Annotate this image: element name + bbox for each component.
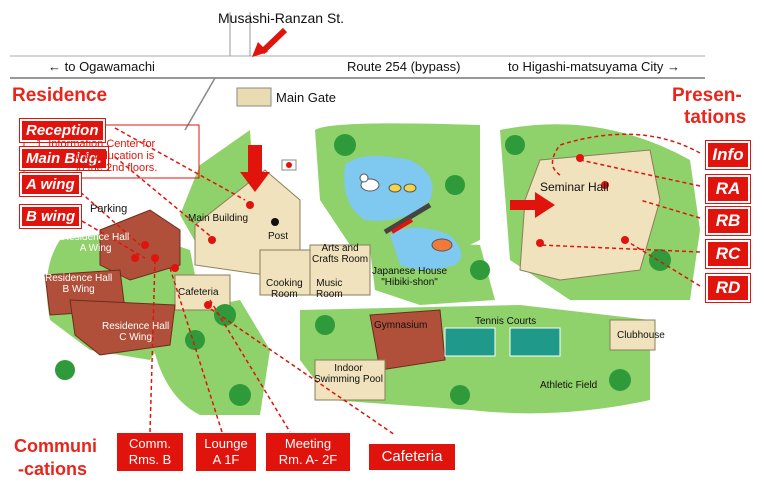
tennis-courts-label: Tennis Courts (475, 316, 537, 327)
seminar-hall-label: Seminar Hall (540, 180, 609, 194)
trees (55, 134, 671, 406)
music-line-2: Room (316, 289, 343, 300)
tennis-court-2 (509, 327, 561, 357)
residence-b-line-2: B Wing (62, 284, 95, 295)
indoor-pool-line-1: Indoor (334, 363, 363, 374)
residence-heading: Residence (12, 85, 108, 106)
cafeteria-box-label: Cafeteria (381, 448, 443, 465)
clubhouse-label: Clubhouse (617, 330, 665, 341)
tennis-court-1 (444, 327, 496, 357)
japanese-house-label: Japanese House "Hibiki-shon" (372, 266, 447, 288)
meeting-room-line-2: Rm. A- 2F (278, 452, 338, 467)
route-label: Route 254 (bypass) (347, 59, 461, 74)
comm-rooms-b-box[interactable]: Comm. Rms. B (117, 433, 183, 471)
arts-crafts-line-2: Crafts Room (312, 254, 369, 265)
residence-a-line-1: Residence Hall (62, 232, 130, 243)
lounge-line-1: Lounge (204, 436, 248, 451)
cafeteria-label: Cafeteria (178, 287, 219, 298)
b-wing-tag[interactable]: B wing (20, 205, 82, 228)
lounge-line-2: A 1F (212, 452, 240, 467)
meeting-room-line-1: Meeting (284, 436, 332, 451)
lounge-box[interactable]: Lounge A 1F (196, 433, 256, 471)
location-dots (131, 154, 629, 309)
main-building-tag[interactable]: Main Bldg. (20, 147, 108, 170)
street-arrow-icon (259, 27, 288, 55)
musashi-ranzan-road (229, 12, 251, 56)
gymnasium-label: Gymnasium (374, 320, 428, 331)
post-label: Post (268, 231, 289, 242)
reception-tag[interactable]: Reception (20, 119, 105, 142)
residence-c-label: Residence Hall C Wing (102, 321, 169, 343)
info-note-line-1: 1. Information Center for (36, 138, 156, 150)
right-direction-label: to Higashi-matsuyama City → (508, 59, 680, 74)
rb-tag[interactable]: RB (706, 207, 750, 235)
comm-rooms-b-line-2: Rms. B (128, 452, 172, 467)
pool-building (314, 359, 386, 401)
japanese-house-line-1: Japanese House (372, 266, 448, 277)
main-building-label: Main Building (188, 213, 249, 224)
main-gate-building (236, 87, 272, 107)
residence-a-label: Residence Hall A Wing (62, 232, 129, 254)
presentations-heading-2: tations (684, 107, 747, 128)
ra-tag[interactable]: RA (706, 175, 750, 203)
a-wing-tag[interactable]: A wing (20, 173, 81, 196)
left-direction-label: ← to Ogawamachi (48, 59, 155, 74)
arts-building (309, 244, 371, 296)
residence-c-line-1: Residence Hall (102, 321, 170, 332)
carp-fish-icon (431, 238, 453, 252)
seminar-arrow-icon (510, 192, 555, 218)
side-road (184, 77, 216, 131)
cafeteria-box[interactable]: Cafeteria (369, 444, 455, 470)
cooking-line-1: Cooking (266, 278, 303, 289)
japanese-house-line-2: "Hibiki-shon" (381, 277, 438, 288)
info-tag[interactable]: Info (706, 141, 750, 169)
post-marker-icon (271, 218, 279, 226)
street-label: Musashi-Ranzan St. (218, 10, 345, 26)
pond-upper (344, 156, 433, 221)
street-arrow-head-icon (252, 42, 268, 57)
cooking-line-2: Room (271, 289, 298, 300)
gymnasium-building (369, 309, 446, 371)
music-room-label: Music Room (316, 278, 343, 300)
athletic-field-label: Athletic Field (540, 380, 598, 391)
presentations-heading-1: Presen- (672, 85, 742, 106)
clubhouse-building (609, 319, 656, 351)
bridge (383, 202, 432, 235)
pond-lower (390, 227, 462, 270)
residence-a-line-2: A Wing (79, 243, 112, 254)
rd-tag[interactable]: RD (706, 274, 750, 302)
indoor-pool-line-2: Swimming Pool (314, 374, 383, 385)
communications-heading-1: Communi (14, 436, 97, 456)
seminar-hall-building (519, 149, 661, 281)
meeting-room-box[interactable]: Meeting Rm. A- 2F (266, 433, 350, 471)
cafeteria-building (174, 274, 231, 311)
info-note-line-3: in the 2nd floors. (76, 162, 158, 174)
residence-b-line-1: Residence Hall (45, 273, 113, 284)
communications-heading-2: -cations (18, 459, 88, 479)
music-line-1: Music (316, 278, 343, 289)
arts-crafts-label: Arts and Crafts Room (312, 243, 368, 265)
residence-c-wing (69, 299, 176, 356)
rc-tag[interactable]: RC (706, 240, 750, 268)
flag-circle-icon (286, 162, 292, 168)
cooking-room-label: Cooking Room (266, 278, 303, 300)
bridge-arrow-icon (390, 218, 414, 234)
parking-label: Parking (90, 203, 128, 215)
main-gate-label: Main Gate (276, 90, 336, 105)
indoor-pool-label: Indoor Swimming Pool (314, 363, 383, 385)
main-building-arrow-icon (240, 145, 270, 192)
connector-lines (69, 127, 701, 436)
info-note: 1. Information Center for the Education … (36, 138, 157, 174)
arts-crafts-line-1: Arts and (321, 243, 359, 254)
residence-c-line-2: C Wing (119, 332, 153, 343)
residence-b-label: Residence Hall B Wing (45, 273, 112, 295)
duck-icon (359, 173, 417, 193)
comm-rooms-b-line-1: Comm. (129, 436, 171, 451)
info-note-line-2: the Education is (76, 150, 155, 162)
